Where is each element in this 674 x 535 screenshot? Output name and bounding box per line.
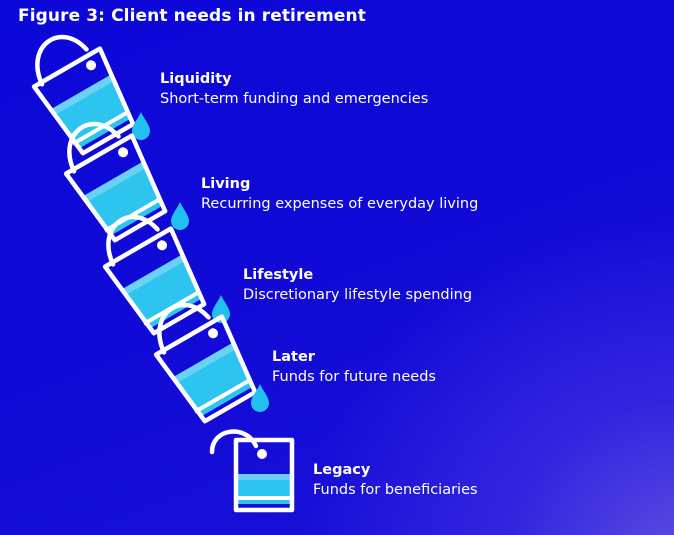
step-lifestyle: Lifestyle Discretionary lifestyle spendi…	[243, 265, 472, 305]
step-later: Later Funds for future needs	[272, 347, 436, 387]
step-desc-liquidity: Short-term funding and emergencies	[160, 91, 429, 107]
step-desc-lifestyle: Discretionary lifestyle spending	[243, 287, 473, 303]
bucket-legacy-icon	[209, 429, 295, 513]
drop-living-icon	[171, 202, 189, 230]
figure-title: Figure 3: Client needs in retirement	[18, 6, 366, 26]
step-liquidity: Liquidity Short-term funding and emergen…	[160, 69, 428, 109]
step-living: Living Recurring expenses of everyday li…	[201, 174, 478, 214]
bucket-liquidity-icon	[18, 21, 141, 158]
step-desc-later: Funds for future needs	[272, 369, 436, 385]
step-name-lifestyle: Lifestyle	[243, 267, 314, 283]
step-name-living: Living	[201, 176, 251, 192]
drop-liquidity-icon	[132, 112, 150, 140]
step-name-liquidity: Liquidity	[160, 71, 232, 87]
step-name-legacy: Legacy	[313, 462, 371, 478]
step-desc-living: Recurring expenses of everyday living	[201, 196, 479, 212]
step-desc-legacy: Funds for beneficiaries	[313, 482, 478, 498]
step-name-later: Later	[272, 349, 315, 365]
step-legacy: Legacy Funds for beneficiaries	[313, 460, 478, 500]
